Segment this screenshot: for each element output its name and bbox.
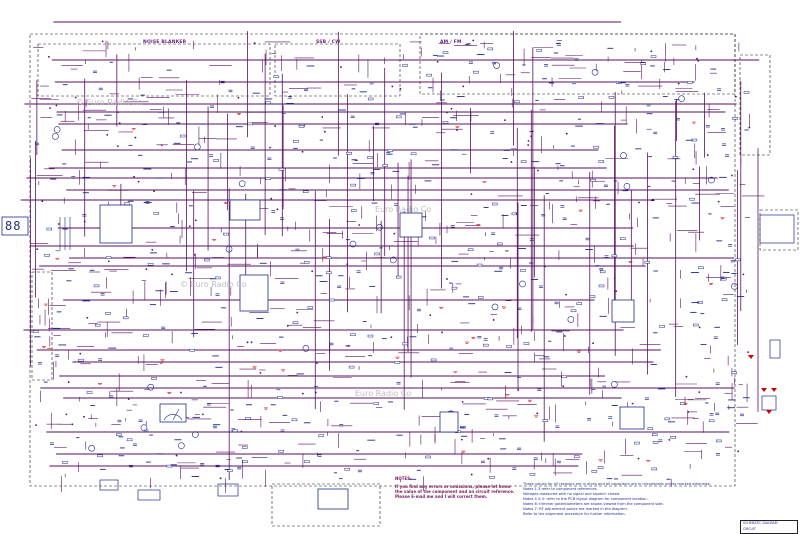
watermark-4: Euro Radio Co — [355, 389, 412, 398]
schematic-wiring — [20, 21, 765, 493]
note-line: Notes 4 & 5: refer to the PCB layout dia… — [523, 497, 648, 501]
controls — [99, 479, 239, 501]
integrated-circuits — [99, 199, 645, 510]
led-display — [1, 216, 71, 250]
note-line: These values for all resistors are in oh… — [523, 482, 712, 486]
notes-list: These values for all resistors are in oh… — [523, 482, 711, 517]
note-line: Voltages measured with no signal and squ… — [523, 492, 621, 496]
watermark-1: © Euro Radio Co — [76, 98, 143, 107]
warning-text: If you find any errors or omissions, ple… — [395, 484, 514, 499]
connector-right — [759, 214, 795, 411]
warning-line: Please E-mail me and I will correct them… — [395, 494, 488, 499]
diodes — [748, 355, 777, 414]
warning-line: If you find any errors or omissions, ple… — [395, 484, 511, 489]
notes-title: NOTES: — [395, 476, 412, 481]
watermark-3: Euro Radio Co — [375, 205, 432, 214]
module-boundaries — [29, 33, 799, 527]
title-block-drawing: CIRCUIT — [743, 527, 756, 531]
block-title-noise-blanker: NOISE BLANKER — [143, 40, 187, 45]
display-digits: 88 — [5, 219, 22, 233]
title-block: SCHEMATIC DIAGRAM CIRCUIT — [740, 520, 798, 534]
block-title-ssb-cw: SSB / CW — [316, 40, 341, 45]
signal-meter — [159, 403, 187, 423]
note-line: Notes 1-3 refer to component references. — [523, 487, 598, 491]
warning-line: the value of the component and an circui… — [395, 489, 515, 494]
note-line: Refer to the alignment procedure for fur… — [523, 512, 626, 516]
title-block-title: SCHEMATIC DIAGRAM — [743, 521, 778, 525]
note-line: Notes 7: RF adjustment points are marked… — [523, 507, 628, 511]
note-line: Notes 6: trimmer potentiometers are show… — [523, 502, 664, 506]
block-title-am-fm: AM / FM — [440, 40, 462, 45]
watermark-2: © Euro Radio Co — [180, 280, 247, 289]
